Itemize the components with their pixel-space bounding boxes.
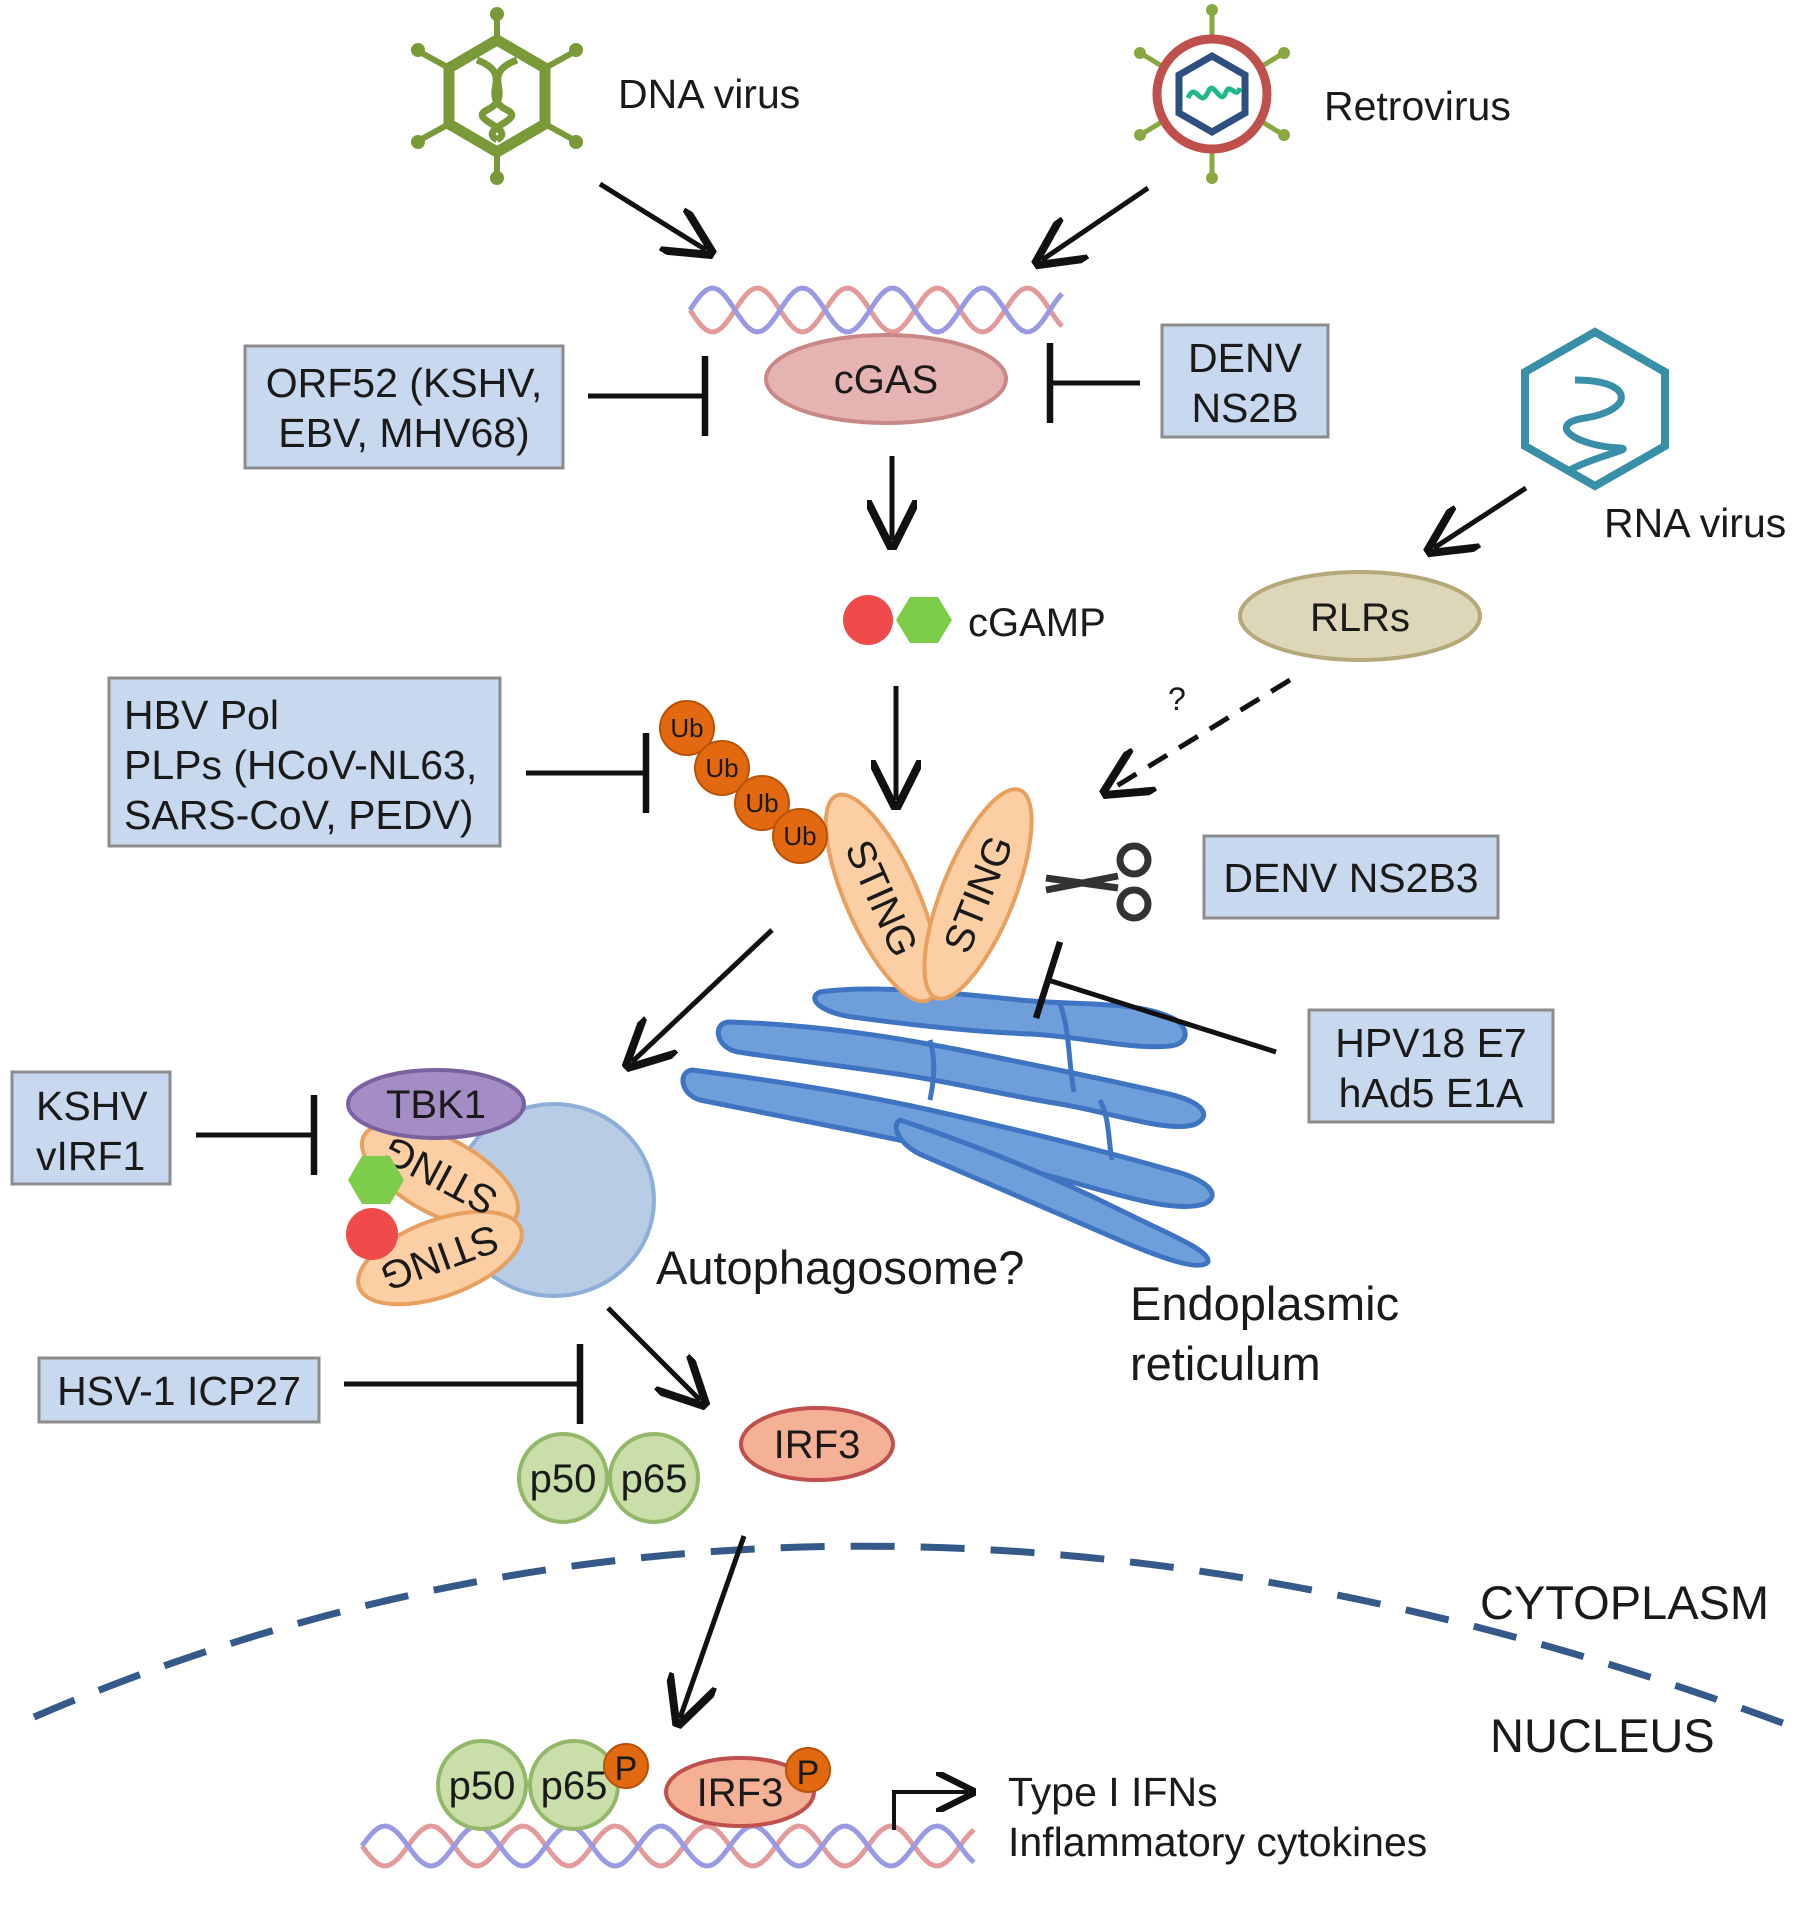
arrow-nuclear-translocation — [680, 1535, 747, 1718]
rna-virus-label: RNA virus — [1604, 500, 1786, 546]
sting-dimer: STING STING — [823, 787, 1034, 1004]
scissors-icon — [1045, 842, 1152, 922]
ub-label-1: Ub — [670, 713, 703, 743]
denv-ns2b-line-1: DENV — [1188, 335, 1303, 381]
cgamp-molecule — [843, 595, 952, 645]
hpv-line-2: hAd5 E1A — [1339, 1070, 1524, 1116]
cytoplasm-label: CYTOPLASM — [1480, 1576, 1769, 1629]
cytoplasmic-nfkb: p50 p65 — [517, 1432, 700, 1524]
ub-label-2: Ub — [705, 753, 738, 783]
ub-label-4: Ub — [783, 821, 816, 851]
output-inflammatory-cytokines: Inflammatory cytokines — [1008, 1819, 1427, 1865]
hsv-icp27-inhibitor-box: HSV-1 ICP27 — [37, 1356, 321, 1424]
p65-phospho-label: P — [615, 1750, 638, 1788]
nuclear-dna — [359, 1823, 976, 1869]
orf52-inhibitor-box: ORF52 (KSHV, EBV, MHV68) — [243, 344, 565, 470]
ub-label-3: Ub — [745, 788, 778, 818]
transcription-arrow — [892, 1792, 968, 1830]
hbv-line-1: HBV Pol — [124, 692, 279, 738]
rlrs-question-mark: ? — [1168, 681, 1186, 717]
hbv-plps-inhibitor-box: HBV Pol PLPs (HCoV-NL63, SARS-CoV, PEDV) — [107, 676, 502, 848]
p65-label-nucleus: p65 — [541, 1764, 608, 1808]
cgamp-label: cGAMP — [968, 601, 1106, 645]
kshv-virf1-inhibitor-box: KSHV vIRF1 — [10, 1070, 172, 1186]
endoplasmic-reticulum — [680, 986, 1215, 1268]
output-type-i-ifns: Type I IFNs — [1008, 1769, 1218, 1815]
rlrs-label: RLRs — [1310, 596, 1410, 640]
kshv-line-1: KSHV — [36, 1083, 148, 1129]
dna-virus-icon — [411, 7, 583, 185]
orf52-line-1: ORF52 (KSHV, — [266, 360, 542, 406]
irf3-phospho-badge — [785, 1747, 831, 1793]
ubiquitin-chain: Ub Ub Ub Ub — [659, 700, 828, 864]
denv-ns2b3-line-1: DENV NS2B3 — [1223, 855, 1478, 901]
orf52-line-2: EBV, MHV68) — [278, 410, 529, 456]
irf3-label-nucleus: IRF3 — [697, 1771, 784, 1815]
arrow-sting-to-tbk1 — [632, 928, 774, 1062]
arrow-complex-to-irf3 — [606, 1306, 700, 1400]
rna-virus-icon — [1521, 327, 1669, 491]
dashed-arrow-rlrs-to-sting — [1110, 677, 1292, 790]
retrovirus-icon — [1134, 4, 1290, 184]
hbv-line-3: SARS-CoV, PEDV) — [124, 792, 473, 838]
cgas-label: cGAS — [834, 358, 938, 402]
irf3-label-cytoplasm: IRF3 — [774, 1423, 861, 1467]
irf3-phospho-label: P — [797, 1754, 820, 1792]
sting-tbk1-complex: STING STING TBK1 — [346, 1068, 526, 1307]
irf3-cytoplasm — [739, 1406, 895, 1482]
arrow-dna-virus-to-dna — [598, 181, 706, 250]
arrow-rna-virus-to-rlrs — [1434, 485, 1528, 548]
hbv-line-2: PLPs (HCoV-NL63, — [124, 742, 477, 788]
p65-label-cytoplasm: p65 — [621, 1457, 688, 1501]
dna-virus-label: DNA virus — [618, 71, 800, 117]
cytosolic-dna — [687, 285, 1064, 335]
p50-label-cytoplasm: p50 — [530, 1457, 597, 1501]
hsv-line-1: HSV-1 ICP27 — [57, 1368, 301, 1414]
hpv-had5-inhibitor-box: HPV18 E7 hAd5 E1A — [1307, 1008, 1555, 1124]
denv-ns2b-line-2: NS2B — [1191, 385, 1298, 431]
nuclear-envelope — [32, 1542, 1798, 1732]
arrow-retrovirus-to-dna — [1042, 185, 1150, 260]
denv-ns2b3-box: DENV NS2B3 — [1202, 834, 1500, 920]
hpv-line-1: HPV18 E7 — [1335, 1020, 1526, 1066]
rlrs-node — [1238, 570, 1482, 662]
kshv-line-2: vIRF1 — [36, 1133, 145, 1179]
nucleus-label: NUCLEUS — [1490, 1709, 1715, 1762]
er-label-line-2: reticulum — [1130, 1337, 1321, 1390]
nuclear-nfkb: p50 p65 P — [436, 1739, 649, 1831]
er-label-line-1: Endoplasmic — [1130, 1277, 1399, 1330]
p50-label-nucleus: p50 — [449, 1764, 516, 1808]
denv-ns2b-inhibitor-box: DENV NS2B — [1160, 323, 1330, 439]
retrovirus-label: Retrovirus — [1324, 83, 1511, 129]
inhibit-hpv-sting — [1032, 940, 1277, 1055]
cgas-node — [764, 333, 1008, 425]
autophagosome-label: Autophagosome? — [656, 1241, 1024, 1294]
tbk1-label: TBK1 — [386, 1083, 486, 1127]
